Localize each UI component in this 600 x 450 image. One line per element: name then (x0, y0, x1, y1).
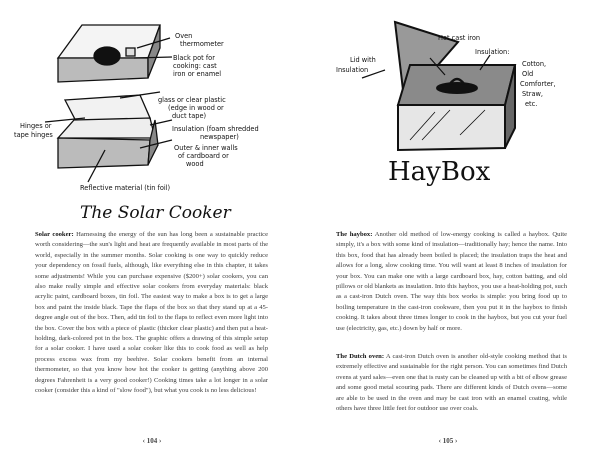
haybox-lead: The haybox: (336, 231, 373, 238)
label-oven-thermometer-2: thermometer (180, 40, 224, 48)
label-glass-3: duct tape) (172, 112, 206, 120)
page-number-left: ‹ 104 › (142, 437, 162, 445)
label-insulation-2: newspaper) (200, 133, 239, 141)
label-insulation: Insulation: (475, 48, 509, 56)
label-insulation-old: Old (522, 70, 533, 78)
haybox-text: Another old method of low-energy cooking… (336, 231, 568, 332)
label-reflective: Reflective material (tin foil) (80, 184, 170, 192)
right-page: Lid with Insulation Hot cast iron Insula… (300, 0, 600, 450)
solar-cooker-title: The Solar Cooker (80, 203, 232, 223)
label-hot-cast-iron: Hot cast iron (438, 34, 480, 42)
label-lid-1: Lid with (350, 56, 376, 64)
page-number-right: ‹ 105 › (438, 437, 458, 445)
label-lid-2: Insulation (336, 66, 368, 74)
haybox-title: HayBox (388, 157, 491, 187)
label-oven-thermometer-1: Oven (175, 32, 192, 40)
label-glass-1: glass or clear plastic (158, 96, 226, 104)
dutch-oven-text: A cast-iron Dutch oven is another old-st… (336, 353, 568, 413)
haybox-paragraph: The haybox: Another old method of low-en… (336, 230, 567, 334)
label-insulation-straw: Straw, (522, 90, 543, 98)
label-black-pot-1: Black pot for (173, 54, 215, 62)
label-insulation-cotton: Cotton, (522, 60, 546, 68)
solar-cooker-paragraph: Solar cooker: Harnessing the energy of t… (35, 230, 268, 397)
label-insulation-comforter: Comforter, (520, 80, 556, 88)
solar-cooker-illustration: Oven thermometer Black pot for cooking: … (14, 24, 259, 223)
left-page: Oven thermometer Black pot for cooking: … (14, 24, 268, 445)
label-black-pot-3: iron or enamel (173, 70, 221, 78)
label-hinges-2: tape hinges (14, 131, 53, 139)
solar-cooker-text: Harnessing the energy of the sun has lon… (35, 231, 269, 395)
haybox-illustration: Lid with Insulation Hot cast iron Insula… (336, 20, 556, 187)
label-insulation-1: Insulation (foam shredded (172, 125, 259, 133)
label-black-pot-2: cooking: cast (173, 62, 217, 70)
label-insulation-etc: etc. (525, 100, 537, 108)
dutch-oven-lead: The Dutch oven: (336, 353, 385, 360)
label-walls-1: Outer & inner walls (174, 144, 238, 152)
label-hinges-1: Hinges or (20, 122, 52, 130)
label-walls-3: wood (186, 160, 204, 168)
label-walls-2: of cardboard or (178, 152, 229, 160)
dutch-oven-paragraph: The Dutch oven: A cast-iron Dutch oven i… (336, 352, 567, 414)
solar-cooker-lead: Solar cooker: (35, 231, 74, 238)
label-glass-2: (edge in wood or (168, 104, 224, 112)
